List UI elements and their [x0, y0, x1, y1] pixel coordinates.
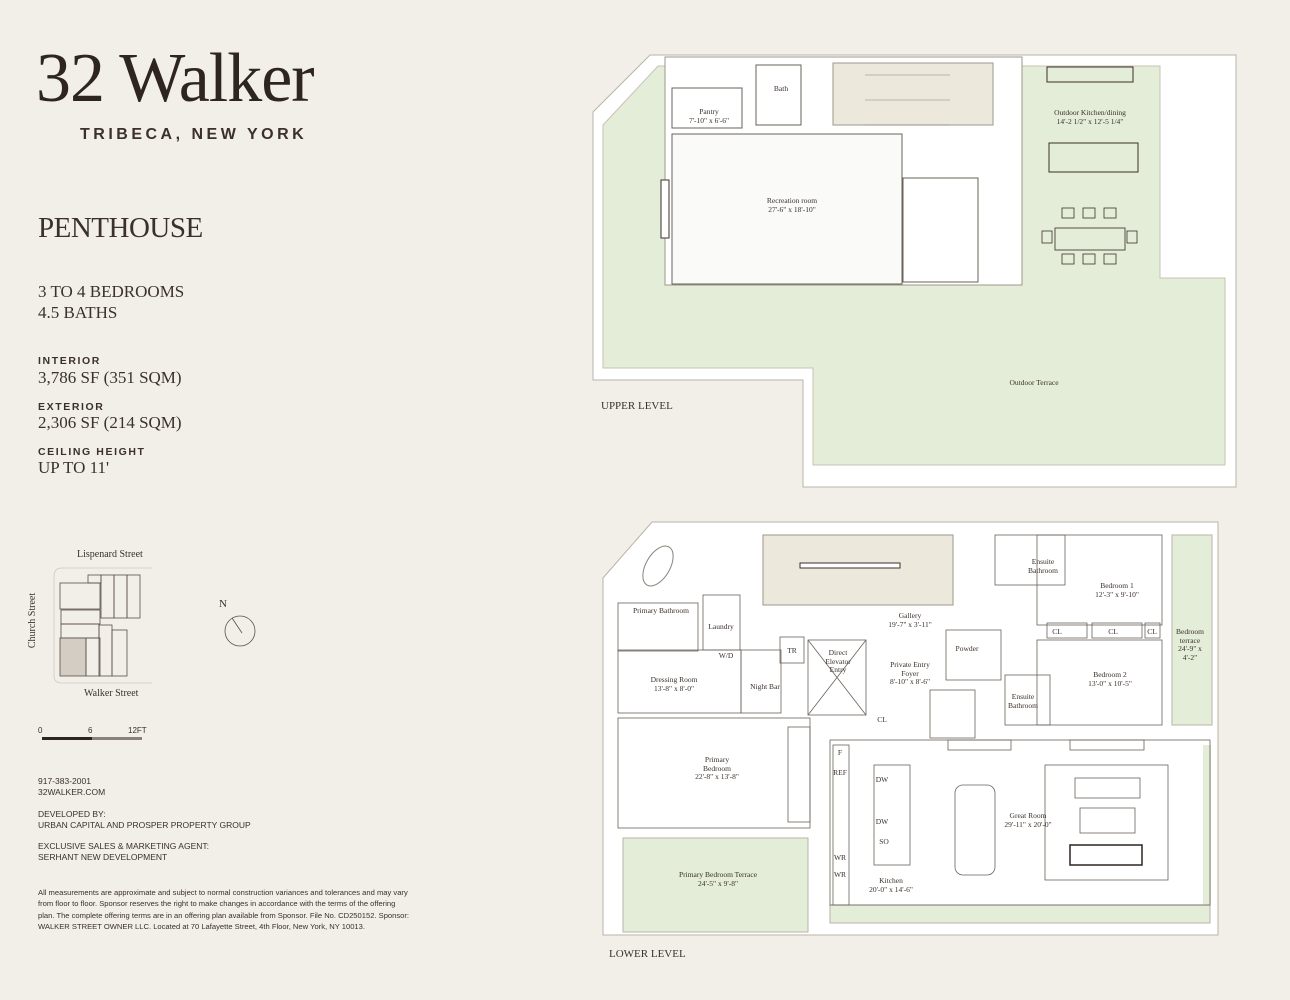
room-elevator: Direct Elevator Entry: [825, 648, 851, 674]
agent-label: EXCLUSIVE SALES & MARKETING AGENT:: [38, 841, 209, 851]
key-plan: [53, 567, 256, 684]
room-bath: Bath: [773, 84, 789, 93]
fixture-ref: REF: [833, 768, 847, 777]
scale-0: 0: [38, 726, 43, 735]
room-ensuite-2: Ensuite Bathroom: [1008, 692, 1038, 710]
street-south: Walker Street: [84, 688, 139, 699]
phone: 917-383-2001: [38, 776, 91, 786]
room-powder: Powder: [955, 644, 979, 653]
room-night-bar: Night Bar: [750, 682, 780, 691]
upper-level-label: UPPER LEVEL: [601, 400, 673, 412]
room-tr: TR: [787, 646, 797, 655]
lower-level-label: LOWER LEVEL: [609, 948, 686, 960]
disclaimer: All measurements are approximate and sub…: [38, 888, 410, 931]
fixture-wr-1: WR: [833, 853, 847, 862]
unit-title: PENTHOUSE: [38, 212, 203, 244]
room-wd: W/D: [718, 651, 734, 660]
compass-label: N: [219, 598, 227, 610]
fixture-wr-2: WR: [833, 870, 847, 879]
bedrooms: 3 TO 4 BEDROOMS: [38, 282, 185, 301]
scale-6: 6: [88, 726, 93, 735]
developer: URBAN CAPITAL AND PROSPER PROPERTY GROUP: [38, 820, 251, 830]
lower-level-plan: [602, 521, 1219, 936]
upper-level-plan: [592, 54, 1237, 488]
location: TRIBECA, NEW YORK: [80, 126, 308, 143]
website: 32WALKER.COM: [38, 787, 106, 797]
ceiling-value: UP TO 11': [38, 458, 110, 477]
scale-bar: [42, 737, 142, 740]
exterior-label: EXTERIOR: [38, 401, 105, 413]
room-closet-3: CL: [1147, 627, 1157, 636]
room-closet-1: CL: [1052, 627, 1062, 636]
fixture-dw-2: DW: [875, 817, 889, 826]
fixture-dw-1: DW: [875, 775, 889, 784]
street-north: Lispenard Street: [77, 549, 143, 560]
interior-label: INTERIOR: [38, 355, 101, 367]
developer-label: DEVELOPED BY:: [38, 809, 106, 819]
brand-logo: 32 Walker: [36, 40, 315, 117]
fixture-freezer: F: [837, 748, 843, 757]
room-primary-bathroom: Primary Bathroom: [632, 606, 690, 615]
scale-12: 12FT: [128, 726, 147, 735]
fixture-so: SO: [879, 837, 889, 846]
exterior-value: 2,306 SF (214 SQM): [38, 413, 182, 432]
room-outdoor-terrace: Outdoor Terrace: [1009, 378, 1059, 387]
room-closet-2: CL: [1108, 627, 1118, 636]
room-laundry: Laundry: [708, 622, 734, 631]
agent: SERHANT NEW DEVELOPMENT: [38, 852, 168, 862]
room-ensuite-1: Ensuite Bathroom: [1028, 557, 1058, 575]
fixture-cl: CL: [877, 715, 887, 724]
interior-value: 3,786 SF (351 SQM): [38, 368, 182, 387]
ceiling-label: CEILING HEIGHT: [38, 446, 146, 458]
baths: 4.5 BATHS: [38, 303, 118, 322]
